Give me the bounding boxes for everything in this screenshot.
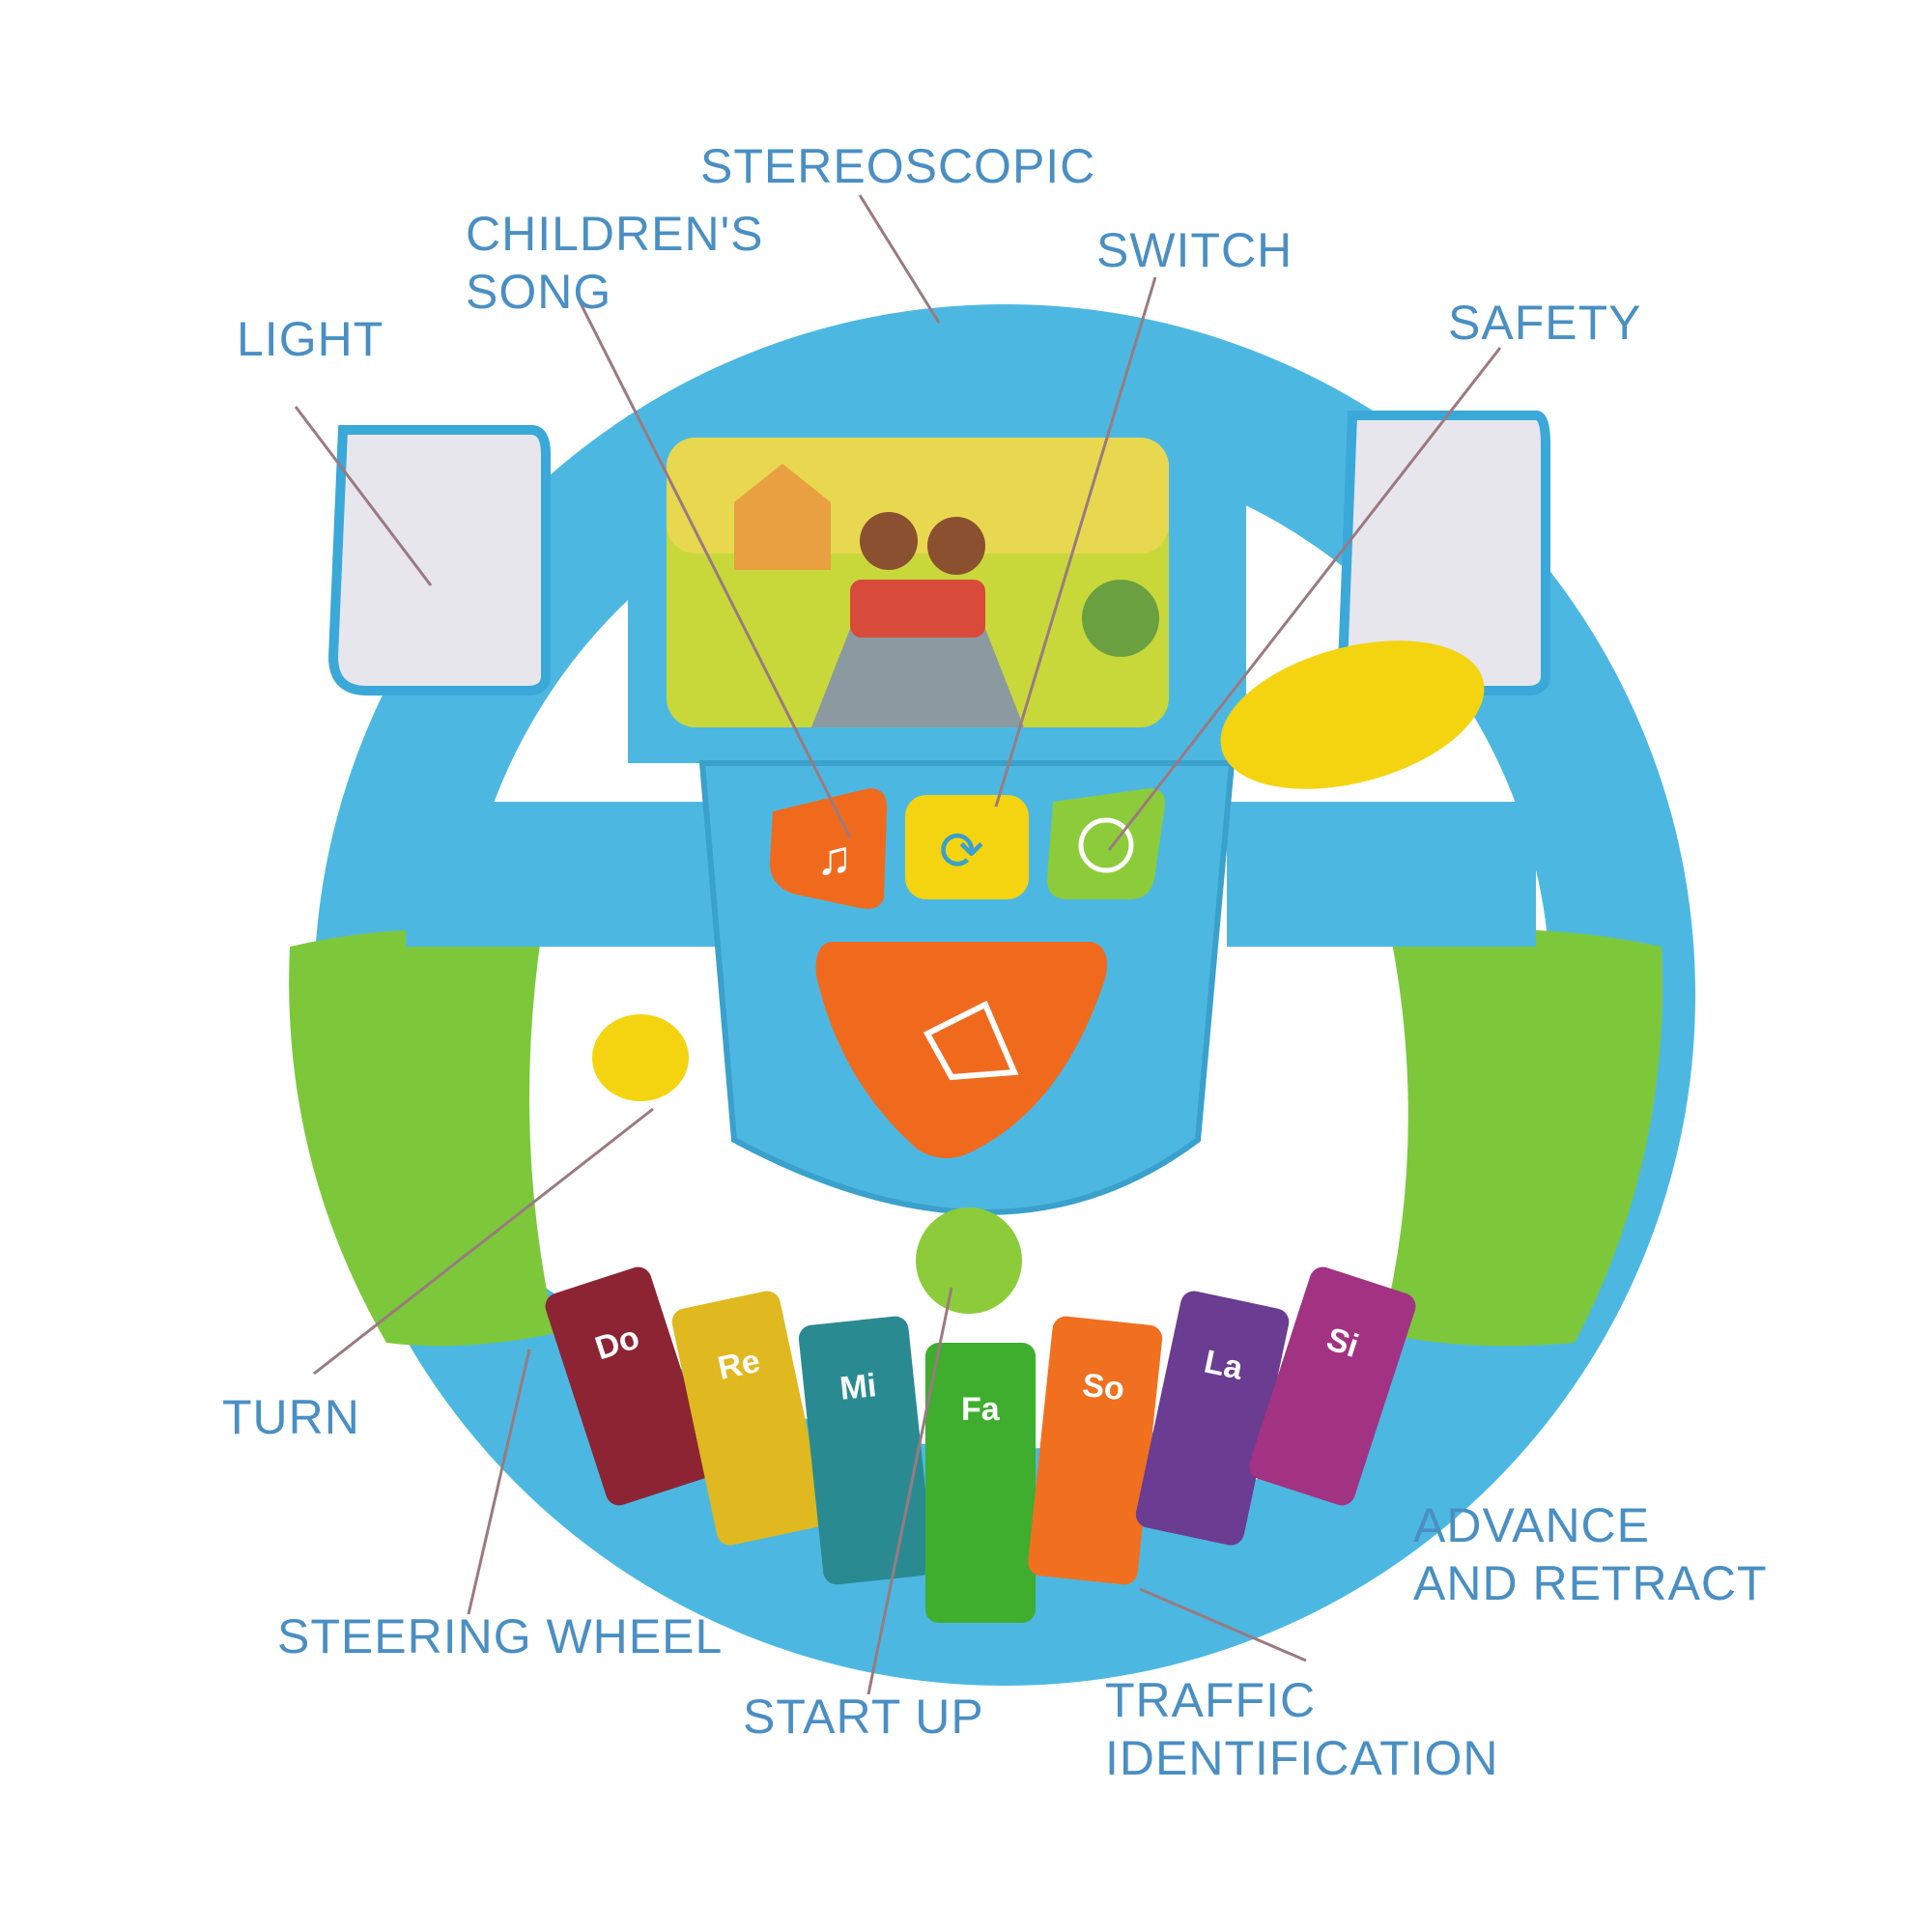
piano-key-body[interactable] — [1245, 1264, 1419, 1509]
safety-button[interactable] — [1047, 788, 1165, 899]
turn-lever[interactable] — [592, 1014, 689, 1101]
piano-key-label: La — [1201, 1344, 1247, 1388]
piano-key-body[interactable] — [542, 1264, 716, 1509]
leader-line-steering-wheel — [467, 1349, 531, 1615]
leader-line-traffic — [1139, 1587, 1307, 1662]
start-button[interactable] — [916, 1208, 1022, 1314]
leader-line-light — [294, 406, 433, 586]
piano-key-body[interactable] — [924, 1343, 1037, 1623]
piano-key-si[interactable]: Si — [1245, 1264, 1419, 1509]
piano-key-body[interactable] — [669, 1289, 828, 1548]
label-turn: TURN — [222, 1390, 360, 1444]
screen-child — [860, 512, 918, 570]
screen-car — [850, 580, 985, 638]
label-safety: SAFETY — [1448, 296, 1642, 350]
label-childrens-song-line2: SONG — [466, 265, 612, 319]
label-start-up: START UP — [743, 1690, 984, 1744]
leader-line-start-up — [867, 1287, 953, 1695]
piano-key-label: Re — [715, 1343, 763, 1387]
label-traffic-line1: TRAFFIC — [1105, 1673, 1317, 1727]
leader-line-turn — [313, 1107, 654, 1376]
piano-key-label: Fa — [961, 1391, 1001, 1428]
right-grip[interactable] — [1381, 929, 1662, 1347]
label-light: LIGHT — [237, 312, 384, 366]
safety-lever[interactable] — [1205, 614, 1501, 815]
piano-key-fa[interactable]: Fa — [924, 1343, 1037, 1623]
leader-lines — [294, 194, 1502, 1695]
label-switch: SWITCH — [1096, 223, 1293, 277]
leader-line-stereoscopic — [858, 194, 941, 324]
music-note-icon: ♫ — [816, 831, 853, 885]
childrens-song-button[interactable] — [769, 788, 888, 909]
piano-key-la[interactable]: La — [1133, 1289, 1292, 1548]
piano-key-mi[interactable]: Mi — [797, 1315, 934, 1585]
piano-key-body[interactable] — [1027, 1315, 1164, 1585]
horn-button[interactable] — [815, 942, 1107, 1158]
leader-line-childrens-song — [578, 300, 852, 838]
label-traffic-line2: IDENTIFICATION — [1105, 1731, 1499, 1785]
safety-icon — [1078, 817, 1134, 873]
left-light[interactable] — [327, 425, 551, 696]
leader-line-safety — [1107, 347, 1502, 851]
piano-key-body[interactable] — [1133, 1289, 1292, 1548]
screen-tree — [1082, 580, 1159, 657]
screen-child — [927, 517, 985, 575]
screen-house — [734, 464, 831, 570]
label-advance-line2: AND RETRACT — [1413, 1556, 1768, 1610]
label-childrens-song-line1: CHILDREN'S — [466, 207, 764, 261]
piano-key-label: Mi — [838, 1367, 879, 1407]
piano-key-body[interactable] — [797, 1315, 934, 1585]
piano-key-re[interactable]: Re — [669, 1289, 828, 1548]
label-advance-line1: ADVANCE — [1413, 1498, 1651, 1552]
refresh-icon: ⟳ — [939, 820, 984, 881]
right-spoke — [1227, 802, 1536, 947]
horn-icon — [923, 1000, 1019, 1081]
label-steering-wheel: STEERING WHEEL — [277, 1609, 724, 1663]
left-grip[interactable] — [289, 929, 555, 1347]
label-stereoscopic: STEREOSCOPIC — [700, 139, 1096, 193]
piano-key-so[interactable]: So — [1027, 1315, 1164, 1585]
left-spoke — [406, 802, 715, 947]
piano-key-label: So — [1081, 1367, 1126, 1407]
piano-key-do[interactable]: Do — [542, 1264, 716, 1509]
switch-button[interactable] — [905, 795, 1029, 899]
leader-line-switch — [994, 276, 1157, 808]
